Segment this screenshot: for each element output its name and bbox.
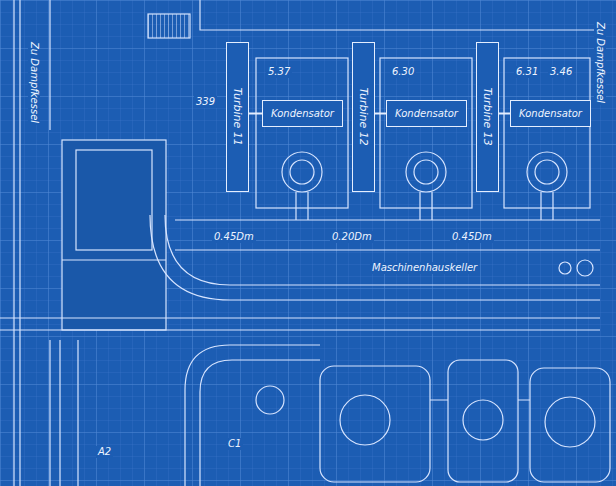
annotation: C1 [226,438,243,450]
condenser-box: Kondensator [510,100,591,127]
annotation: Maschinenhauskeller [370,262,479,274]
annotation: Zu Dampfkessel [594,20,606,105]
steam-pipe [375,113,386,115]
turbine-box: Turbine 11 [226,42,249,192]
steam-pipe [249,113,262,115]
dimension: 3.46 [548,66,574,78]
component-label: Kondensator [395,107,458,120]
component-label: Turbine 13 [481,87,494,145]
annotation: A2 [96,446,113,458]
annotation: Zu Dampfkessel [28,40,40,125]
condenser-housings [256,58,590,220]
dimension: 339 [194,96,217,108]
condenser-box: Kondensator [386,100,467,127]
dimension: 6.30 [390,66,416,78]
annotation: 0.45Dm [212,231,256,243]
component-label: Kondensator [519,107,582,120]
annotation: 0.20Dm [330,231,374,243]
building-walls [0,0,600,486]
annotation: 0.45Dm [450,231,494,243]
turbine-box: Turbine 13 [476,42,499,192]
dimension: 5.37 [266,66,292,78]
dimension: 6.31 [514,66,540,78]
pipes [150,215,600,300]
turbine-box: Turbine 12 [352,42,375,192]
condenser-box: Kondensator [262,100,343,127]
component-label: Turbine 11 [231,87,244,145]
machinery [60,340,610,486]
steam-pipe [499,113,510,115]
component-label: Turbine 12 [357,87,370,145]
component-label: Kondensator [271,107,334,120]
